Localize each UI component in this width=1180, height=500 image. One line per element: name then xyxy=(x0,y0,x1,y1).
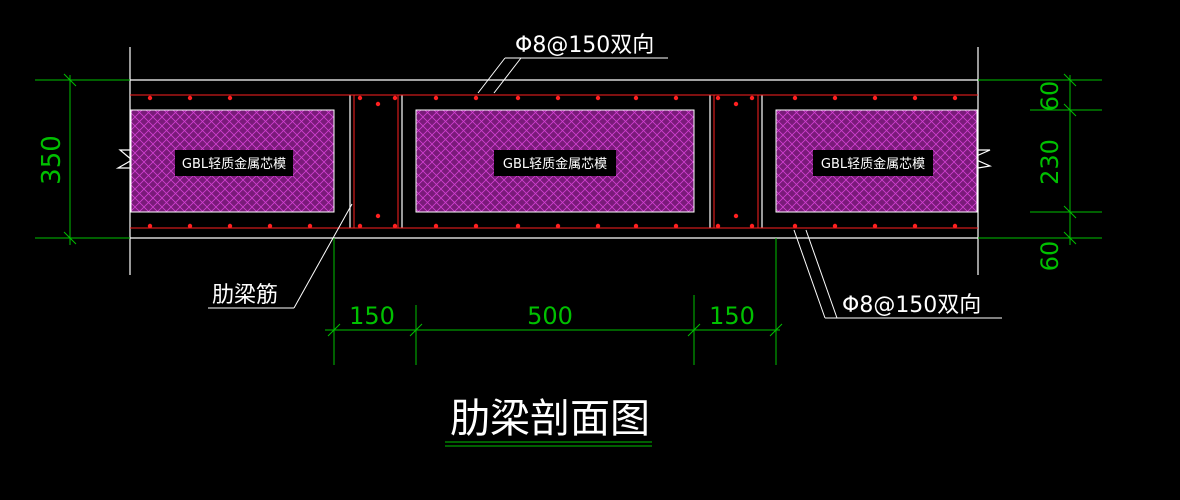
rebar-dot-7 xyxy=(515,95,521,101)
rebar-dot-18 xyxy=(952,95,958,101)
rebar-dot-36 xyxy=(832,223,838,229)
rebar-dot-2 xyxy=(227,95,233,101)
rebar-dot-37 xyxy=(872,223,878,229)
dim-left-tick-top xyxy=(63,73,77,87)
rebar-dot-28 xyxy=(515,223,521,229)
slab-outline xyxy=(115,47,993,275)
rebar-dot-29 xyxy=(555,223,561,229)
dim-right-tick-2 xyxy=(1063,103,1077,117)
dim-bottom-tick-2 xyxy=(409,323,423,337)
dim-core-height: 230 xyxy=(1036,139,1064,185)
rebar-dot-11 xyxy=(673,95,679,101)
rebar-lines xyxy=(130,94,978,229)
dim-rib1-width: 150 xyxy=(349,302,395,330)
rebar-dot-4 xyxy=(392,95,398,101)
bottom-rebar-label: Φ8@150双向 xyxy=(842,293,981,318)
top-rebar-label: Φ8@150双向 xyxy=(515,33,654,58)
rebar-dot-14 xyxy=(792,95,798,101)
bottom-leader-1 xyxy=(793,229,826,319)
rebar-dot-3 xyxy=(357,95,363,101)
title-underline xyxy=(445,441,652,447)
dim-total-height: 350 xyxy=(37,135,67,185)
rebar-dot-30 xyxy=(595,223,601,229)
core-3: GBL轻质金属芯模 xyxy=(775,109,978,213)
rebar-dot-38 xyxy=(912,223,918,229)
dim-bottom-cover: 60 xyxy=(1036,241,1064,272)
core-3-label: GBL轻质金属芯模 xyxy=(821,156,925,172)
rebar-dots xyxy=(147,95,958,229)
rebar-dot-33 xyxy=(715,223,721,229)
rebar-dot-35 xyxy=(792,223,798,229)
dim-bottom-tick-1 xyxy=(327,323,341,337)
core-2-label: GBL轻质金属芯模 xyxy=(503,156,607,172)
rebar-dot-42 xyxy=(733,101,739,107)
rebar-dot-12 xyxy=(715,95,721,101)
core-1: GBL轻质金属芯模 xyxy=(130,109,335,213)
rebar-dot-0 xyxy=(147,95,153,101)
rebar-dot-22 xyxy=(267,223,273,229)
core-3-label-bg xyxy=(813,150,933,176)
dim-rib2-width: 150 xyxy=(709,302,755,330)
rib-leader xyxy=(293,203,353,309)
bottom-leader-2 xyxy=(805,229,838,319)
rebar-dot-15 xyxy=(832,95,838,101)
top-leader-2 xyxy=(493,57,522,94)
rebar-dot-40 xyxy=(375,101,381,107)
dim-bottom-tick-4 xyxy=(769,323,783,337)
rebar-dot-17 xyxy=(912,95,918,101)
drawing-title: 肋梁剖面图 xyxy=(450,396,650,442)
rebar-dot-27 xyxy=(473,223,479,229)
rebar-dot-23 xyxy=(307,223,313,229)
rebar-dot-9 xyxy=(595,95,601,101)
core-2: GBL轻质金属芯模 xyxy=(415,109,695,213)
rebar-dot-26 xyxy=(433,223,439,229)
rebar-dot-20 xyxy=(187,223,193,229)
rebar-dot-39 xyxy=(952,223,958,229)
rebar-dot-19 xyxy=(147,223,153,229)
rebar-dot-10 xyxy=(633,95,639,101)
dimension-lines xyxy=(35,73,1102,365)
rebar-dot-8 xyxy=(555,95,561,101)
leaders xyxy=(208,57,1002,319)
rebar-dot-25 xyxy=(392,223,398,229)
dimension-texts: 350 60 230 60 150 500 150 xyxy=(37,81,1064,330)
dim-core-width: 500 xyxy=(527,302,573,330)
core-2-label-bg xyxy=(494,150,616,176)
rebar-dot-13 xyxy=(749,95,755,101)
rebar-dot-16 xyxy=(872,95,878,101)
dim-bottom-tick-3 xyxy=(687,323,701,337)
dim-right-tick-4 xyxy=(1063,231,1077,245)
rebar-dot-31 xyxy=(633,223,639,229)
dim-left-tick-bottom xyxy=(63,231,77,245)
core-1-label: GBL轻质金属芯模 xyxy=(182,156,286,172)
dim-top-cover: 60 xyxy=(1036,81,1064,112)
rebar-dot-21 xyxy=(227,223,233,229)
rebar-dot-32 xyxy=(673,223,679,229)
rebar-dot-41 xyxy=(375,213,381,219)
dim-right-tick-1 xyxy=(1063,73,1077,87)
rib-rebar-label: 肋梁筋 xyxy=(212,283,278,308)
dim-right-tick-3 xyxy=(1063,205,1077,219)
core-1-label-bg xyxy=(175,150,293,176)
rebar-dot-1 xyxy=(187,95,193,101)
rebar-dot-34 xyxy=(749,223,755,229)
rebar-dot-6 xyxy=(473,95,479,101)
rebar-dot-43 xyxy=(733,213,739,219)
top-leader-1 xyxy=(477,57,506,94)
rebar-dot-5 xyxy=(433,95,439,101)
rebar-dot-24 xyxy=(357,223,363,229)
